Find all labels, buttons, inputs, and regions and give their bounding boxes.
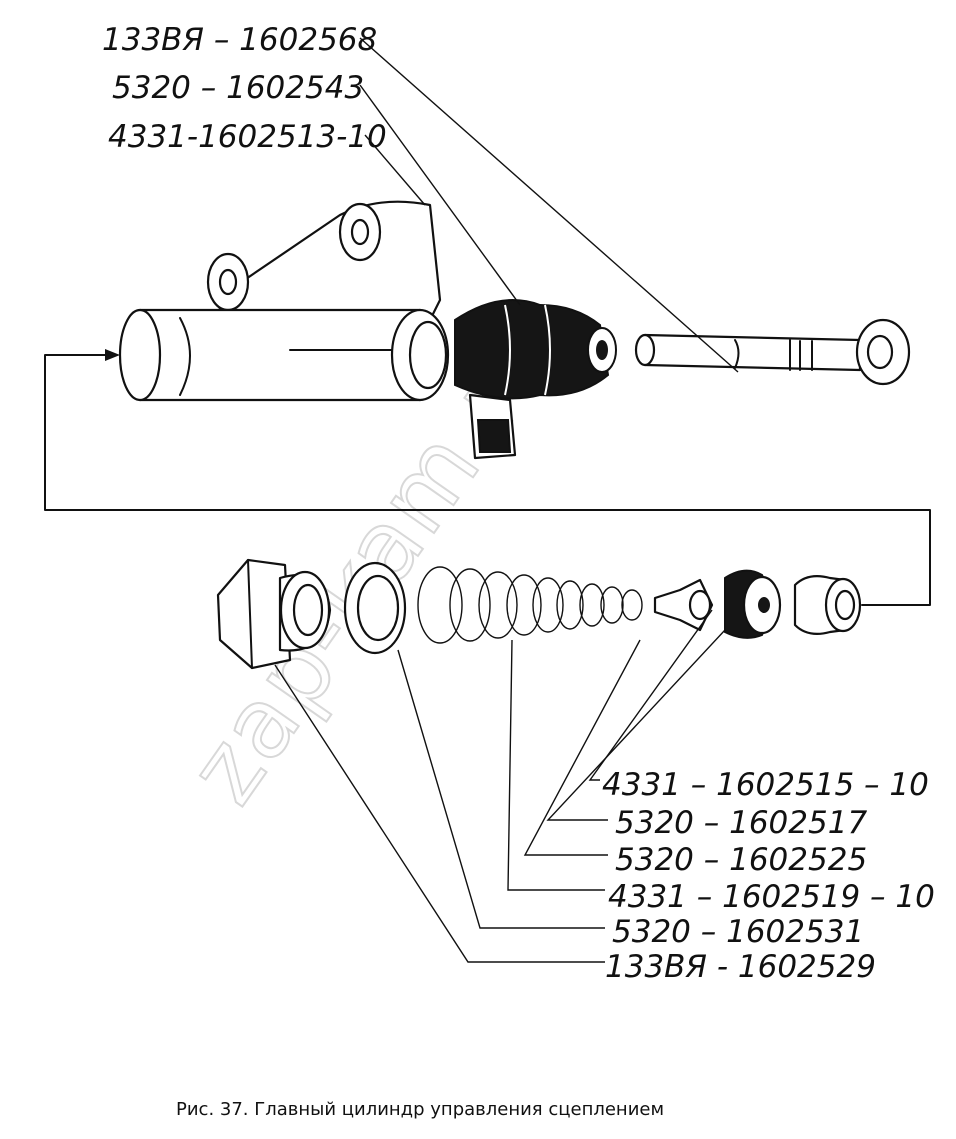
leader-rod [359,37,739,373]
label-piston-cup: 5320 – 1602517 [615,805,867,841]
figure-caption: Рис. 37. Главный цилиндр управления сцеп… [176,1099,664,1120]
piston-seal [793,575,862,635]
arrow-head [105,349,120,361]
label-spring: 4331 – 1602519 – 10 [608,879,935,915]
leader-body [364,134,426,206]
spring-washer [653,578,714,632]
gasket-ring [343,561,407,655]
leader-washer [588,609,713,781]
label-plug-nut: 133ВЯ - 1602529 [605,949,876,985]
label-dust-boot: 5320 – 1602543 [112,70,364,106]
label-push-rod: 133ВЯ – 1602568 [102,22,377,58]
dust-boot [454,299,617,460]
label-cylinder-body: 4331-1602513-10 [108,119,387,155]
label-gasket-ring: 5320 – 1602531 [612,914,864,950]
assembly-order-path [44,354,931,606]
leader-seal [523,639,641,856]
push-rod [634,318,911,386]
label-piston-seal: 5320 – 1602525 [615,842,867,878]
leader-spring [507,639,605,891]
spring [417,566,643,644]
leader-gasket [397,649,605,929]
leader-cup [546,629,726,821]
piston-cup [724,569,782,639]
label-spring-washer: 4331 – 1602515 – 10 [602,767,929,803]
cylinder-body [118,200,450,402]
leader-plug [274,664,605,963]
leader-boot [359,84,521,306]
plug-nut [216,558,332,670]
